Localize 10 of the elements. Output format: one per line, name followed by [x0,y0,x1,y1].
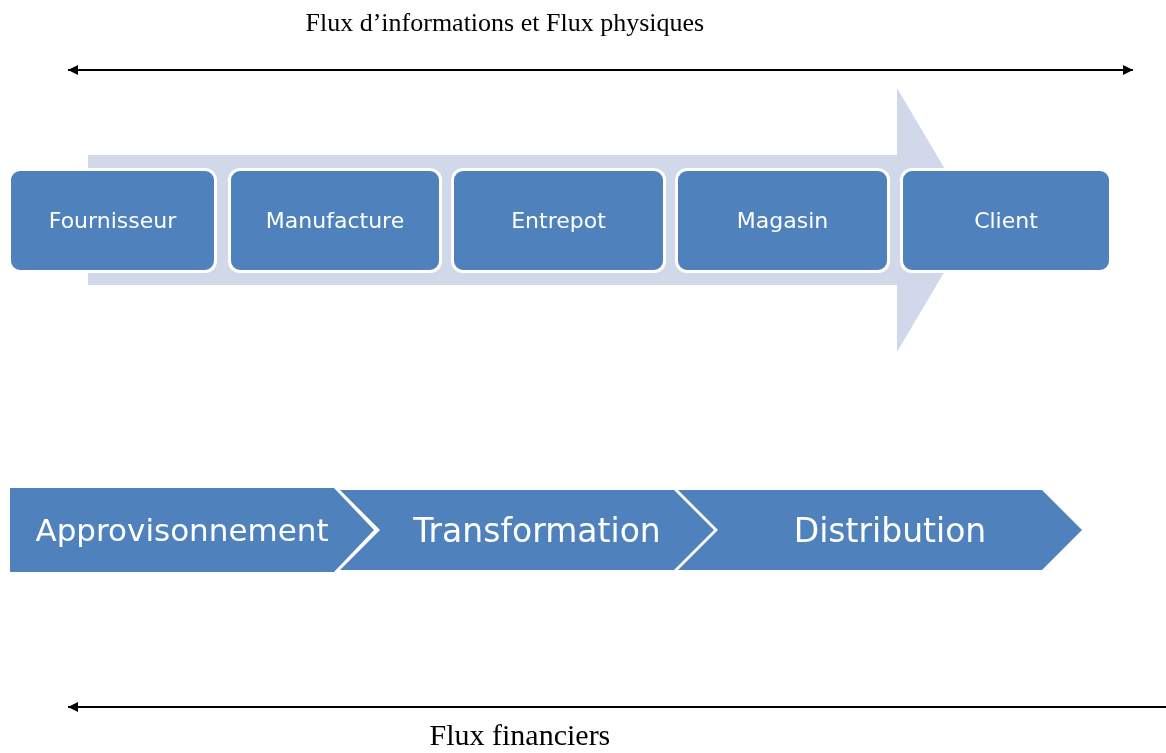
flow-label: Flux financiers [429,718,611,752]
chevron-step: Approvisonnement [10,488,374,572]
chevron-step: Distribution [678,490,1082,570]
process-box: Magasin [675,168,890,273]
flow-label: Flux d’informations et Flux physiques [305,8,705,38]
process-box: Fournisseur [8,168,217,273]
process-box: Entrepot [451,168,666,273]
process-box: Manufacture [228,168,442,273]
process-box: Client [900,168,1112,273]
chevron-step: Transformation [340,490,714,570]
